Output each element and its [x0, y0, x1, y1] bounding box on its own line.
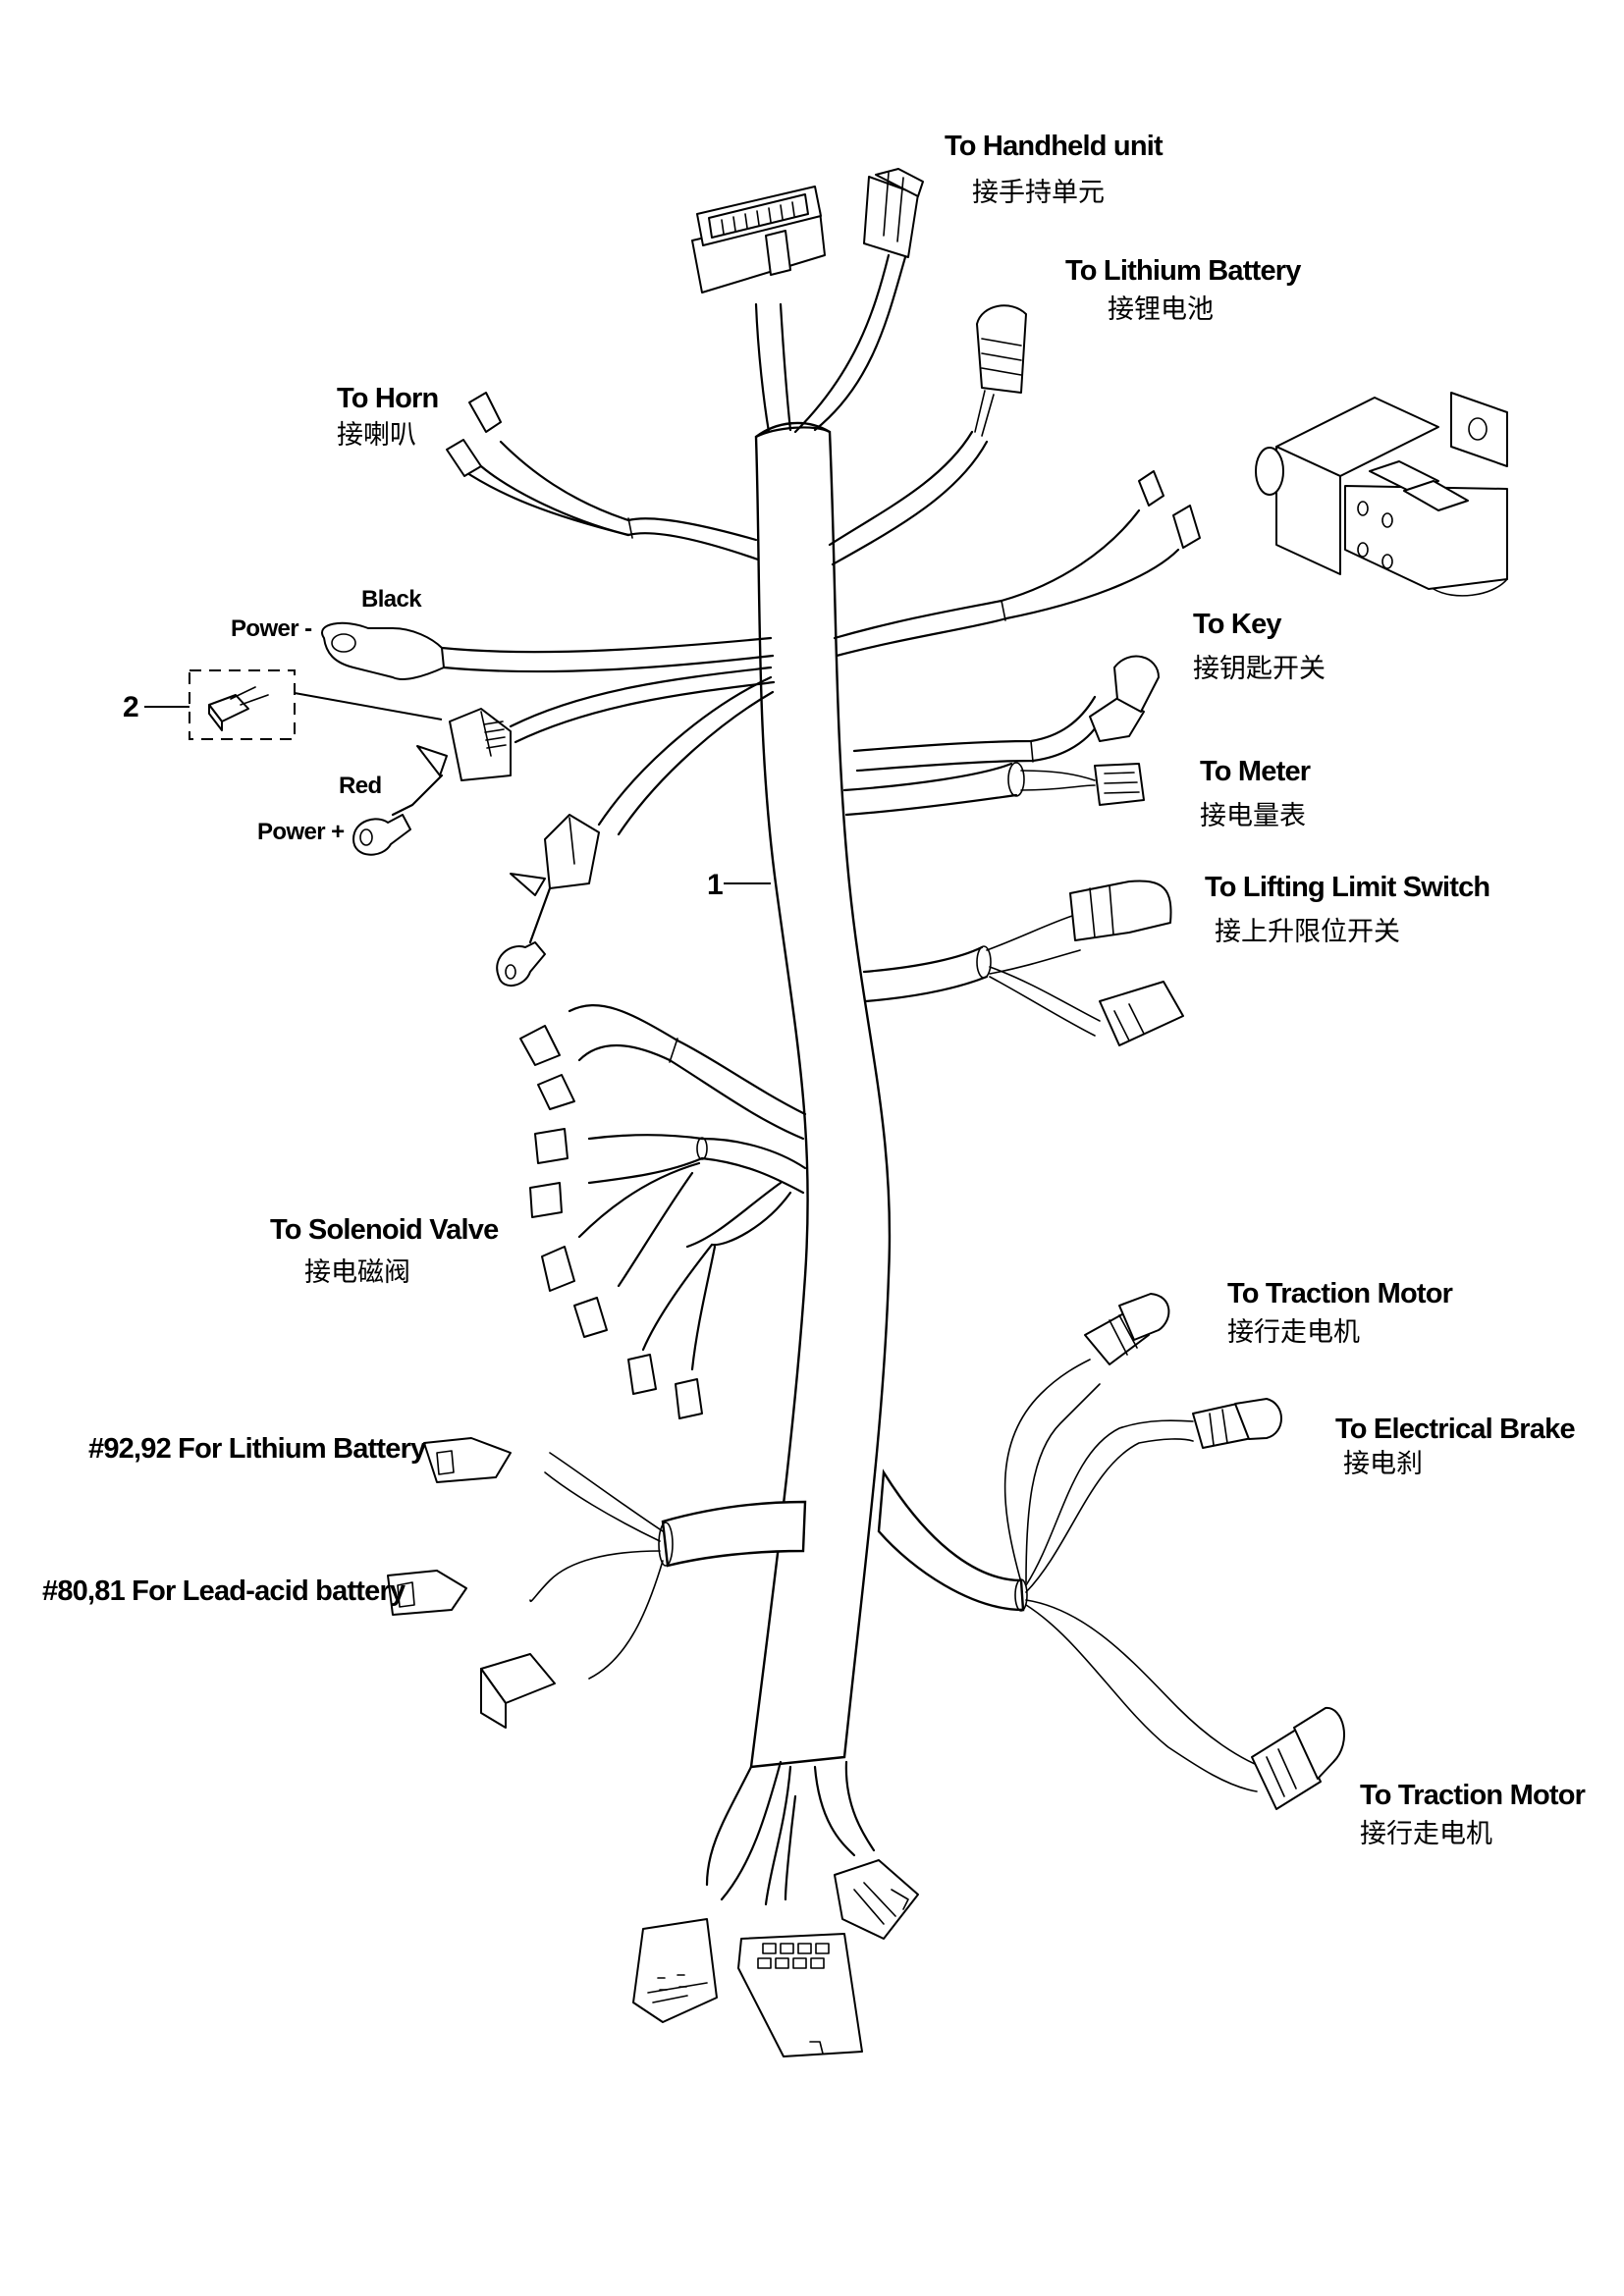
lithium-option-connector-icon — [423, 1437, 512, 1483]
traction-motor-2-connector-icon — [1251, 1706, 1346, 1810]
spare-battery-connector-icon — [480, 1653, 556, 1729]
traction-motor-1-connector-icon — [1084, 1293, 1170, 1365]
harness-callout: 1 — [707, 869, 771, 901]
meter-branch — [842, 762, 1096, 817]
ring-terminal-positive-icon — [352, 814, 411, 856]
horn-terminal-icon — [446, 392, 502, 477]
label-electrical-brake-cn: 接电刹 — [1343, 1449, 1423, 1479]
label-lead-acid-option: #80,81 For Lead-acid battery — [42, 1575, 406, 1607]
electrical-brake-connector-icon — [1192, 1398, 1282, 1449]
lifting-limit-connector-a-icon — [1069, 880, 1172, 941]
label-lithium-option: #92,92 For Lithium Battery — [88, 1433, 426, 1465]
label-key-cn: 接钥匙开关 — [1193, 654, 1326, 684]
label-solenoid-cn: 接电磁阀 — [304, 1257, 410, 1288]
handheld-branch — [754, 253, 907, 434]
label-lithium-battery-en: To Lithium Battery — [1065, 255, 1301, 287]
battery-option-branch — [529, 1452, 807, 1680]
upper-right-terminal-branch — [833, 508, 1180, 658]
ring-terminal-negative-icon — [321, 621, 445, 680]
label-solenoid-en: To Solenoid Valve — [270, 1214, 499, 1246]
label-power-negative: Power - — [231, 615, 312, 642]
label-meter-en: To Meter — [1200, 756, 1311, 787]
key-switch-connector-icon — [1089, 655, 1160, 742]
controller-connector-center-icon — [737, 1933, 863, 2057]
label-electrical-brake-en: To Electrical Brake — [1335, 1414, 1575, 1445]
label-horn-cn: 接喇叭 — [337, 420, 416, 451]
label-traction-motor-1-en: To Traction Motor — [1227, 1278, 1453, 1309]
meter-connector-icon — [1094, 763, 1145, 806]
handheld-small-connector-icon — [863, 168, 924, 258]
traction-branch — [877, 1359, 1263, 1792]
label-traction-motor-1-cn: 接行走电机 — [1227, 1317, 1360, 1348]
lithium-battery-connector-icon — [976, 304, 1027, 394]
lifting-limit-connector-b-icon — [1099, 981, 1184, 1046]
label-lifting-limit-en: To Lifting Limit Switch — [1205, 872, 1489, 903]
key-switch-branch — [852, 695, 1107, 773]
contactor-relay-icon — [1255, 392, 1508, 597]
label-power-positive: Power + — [257, 819, 345, 845]
solenoid-terminal-icons — [519, 1025, 703, 1419]
lithium-battery-branch — [828, 390, 995, 566]
label-power-positive-color: Red — [339, 773, 382, 799]
label-meter-cn: 接电量表 — [1200, 801, 1306, 831]
horn-branch — [460, 440, 760, 561]
secondary-fuse-branch — [496, 675, 775, 987]
solenoid-branch — [568, 1004, 807, 1371]
label-traction-motor-2-cn: 接行走电机 — [1360, 1819, 1492, 1849]
power-positive-branch — [391, 666, 776, 817]
callout-number-2: 2 — [123, 691, 139, 723]
lifting-limit-branch — [862, 914, 1101, 1037]
controller-connector-right-icon — [834, 1859, 919, 1940]
lead-acid-option-connector-icon — [387, 1570, 467, 1616]
upper-right-terminal-icon — [1138, 470, 1201, 549]
callout-number-1: 1 — [707, 869, 724, 901]
label-power-negative-color: Black — [361, 586, 422, 613]
label-traction-motor-2-en: To Traction Motor — [1360, 1780, 1586, 1811]
label-horn-en: To Horn — [337, 383, 438, 414]
main-harness-trunk — [749, 421, 892, 1769]
bottom-branches — [705, 1760, 876, 1906]
label-key-en: To Key — [1193, 609, 1281, 640]
fuse-holder-icon — [416, 708, 512, 781]
fuse-callout: 2 — [123, 669, 443, 740]
label-lithium-battery-cn: 接锂电池 — [1108, 294, 1214, 325]
label-lifting-limit-cn: 接上升限位开关 — [1215, 917, 1400, 947]
handheld-multi-pin-connector-icon — [691, 186, 826, 294]
controller-connector-left-icon — [632, 1918, 718, 2023]
power-negative-branch — [440, 636, 775, 673]
label-handheld-en: To Handheld unit — [945, 131, 1164, 162]
label-handheld-cn: 接手持单元 — [972, 178, 1105, 208]
